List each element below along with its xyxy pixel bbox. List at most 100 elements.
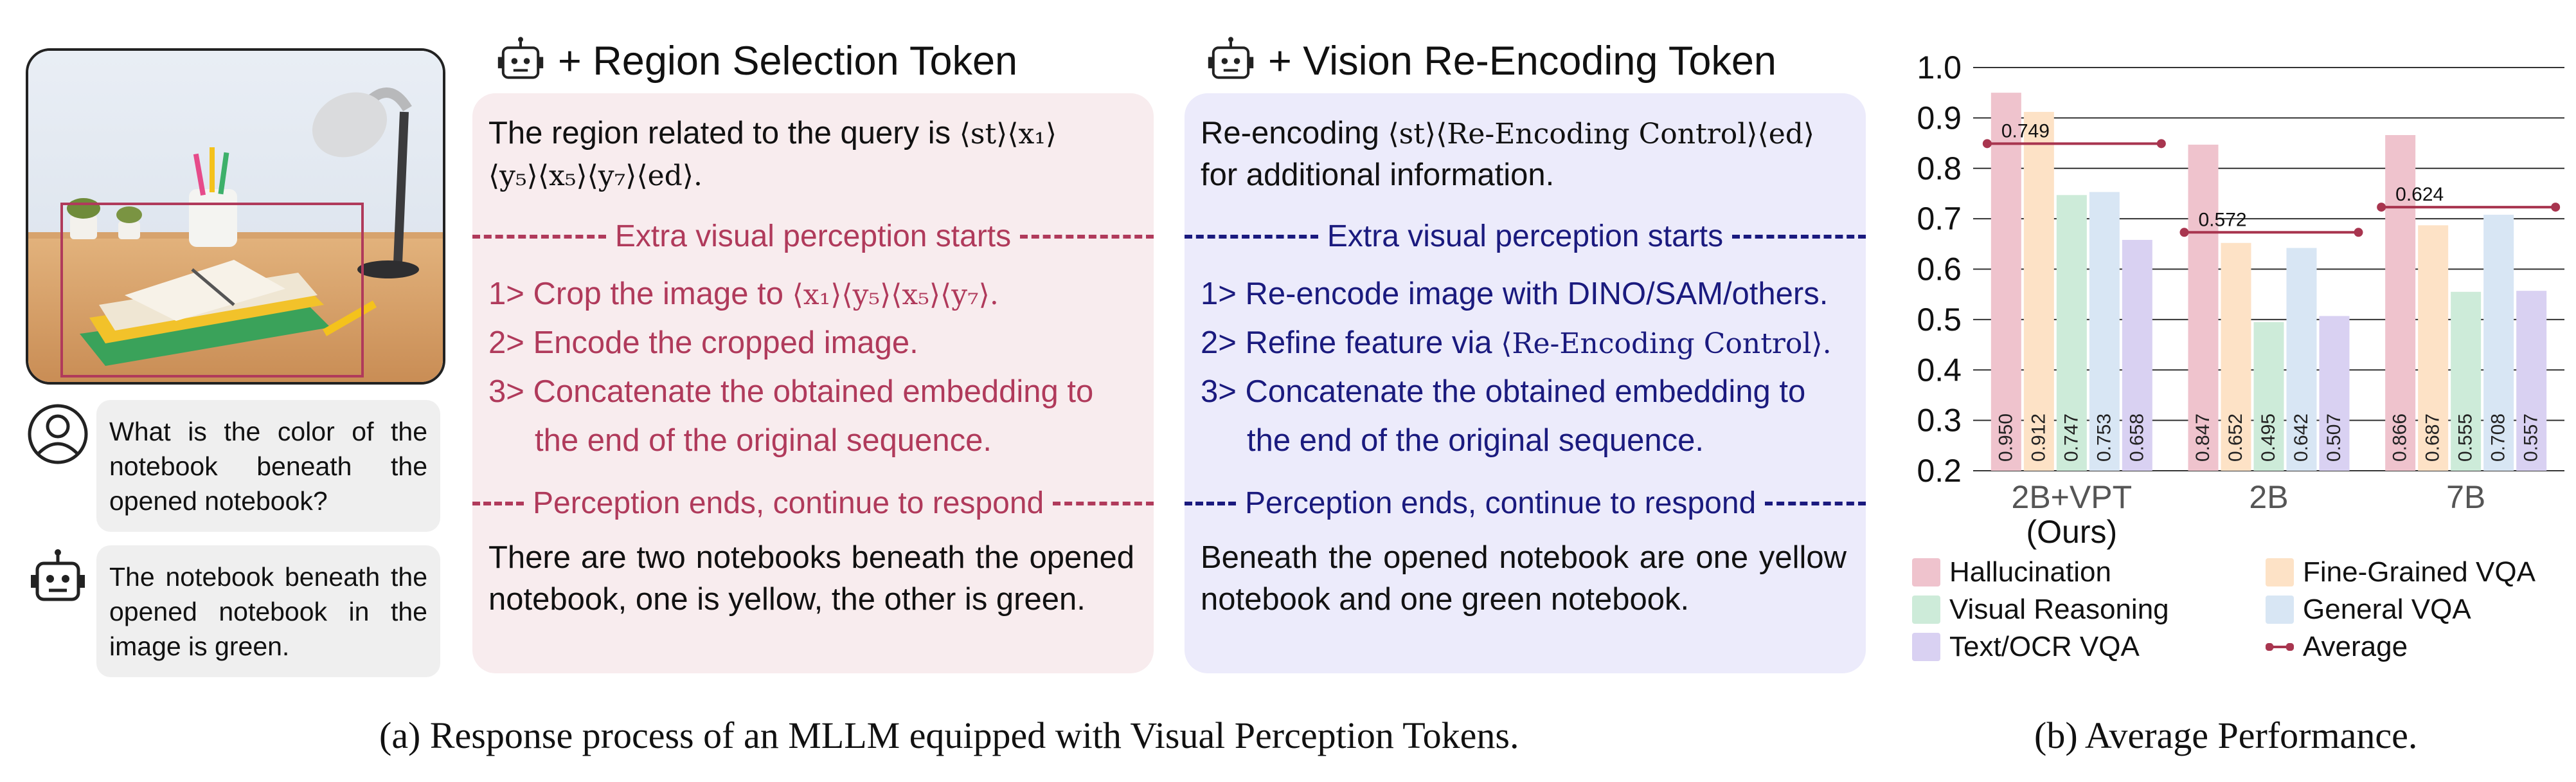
legend-label: Hallucination bbox=[1949, 556, 2111, 588]
bar bbox=[2089, 192, 2120, 471]
caption-a: (a) Response process of an MLLM equipped… bbox=[379, 714, 1519, 756]
robot-icon bbox=[497, 37, 544, 79]
bar bbox=[2253, 322, 2284, 471]
bar bbox=[2319, 316, 2350, 471]
y-tick-label: 1.0 bbox=[1917, 50, 1962, 86]
y-tick-label: 0.7 bbox=[1917, 201, 1962, 237]
bar-value-label: 0.557 bbox=[2521, 414, 2542, 462]
average-marker bbox=[2551, 203, 2561, 212]
bar bbox=[2056, 195, 2087, 471]
bar-value-label: 0.753 bbox=[2093, 414, 2115, 462]
bar-value-label: 0.950 bbox=[1995, 414, 2016, 462]
ve-step-1: 1> Re-encode image with DINO/SAM/others. bbox=[1201, 277, 1829, 311]
robot-icon bbox=[1208, 37, 1254, 79]
rs-intro: The region related to the query is ⟨st⟩⟨… bbox=[488, 113, 1138, 196]
legend-swatch bbox=[2266, 643, 2294, 651]
bar bbox=[2418, 225, 2449, 471]
y-tick-label: 0.4 bbox=[1917, 352, 1962, 388]
y-tick-label: 0.2 bbox=[1917, 453, 1962, 489]
vision-reencoding-panel: Re-encoding ⟨st⟩⟨Re-Encoding Control⟩⟨ed… bbox=[1185, 93, 1866, 673]
average-marker bbox=[2354, 228, 2363, 237]
region-selection-title: + Region Selection Token bbox=[558, 39, 1018, 84]
rs-divider-start: Extra visual perception starts bbox=[472, 219, 1154, 254]
rs-step-2: 2> Encode the cropped image. bbox=[488, 325, 918, 360]
rs-intro-tokens-2: ⟨y₅⟩⟨x₅⟩⟨y₇⟩⟨ed⟩. bbox=[488, 159, 702, 193]
legend-label: Average bbox=[2303, 631, 2408, 662]
ve-intro: Re-encoding ⟨st⟩⟨Re-Encoding Control⟩⟨ed… bbox=[1201, 116, 1815, 193]
bar bbox=[2023, 111, 2054, 471]
bar bbox=[2385, 135, 2416, 471]
bar-value-label: 0.866 bbox=[2390, 414, 2411, 462]
y-tick-label: 0.8 bbox=[1917, 150, 1962, 186]
rs-intro-tokens: ⟨st⟩⟨x₁⟩ bbox=[959, 118, 1057, 150]
robot-icon bbox=[26, 547, 90, 614]
bar-value-label: 0.658 bbox=[2126, 414, 2147, 462]
rs-step-1: 1> Crop the image to ⟨x₁⟩⟨y₅⟩⟨x₅⟩⟨y₇⟩. bbox=[488, 277, 999, 311]
legend-swatch bbox=[1912, 596, 1940, 624]
legend-swatch bbox=[2266, 596, 2294, 624]
ve-divider-start: Extra visual perception starts bbox=[1185, 219, 1866, 254]
user-question-bubble: What is the color of the notebook beneat… bbox=[96, 400, 440, 532]
average-label: 0.572 bbox=[2199, 209, 2247, 230]
rs-steps: 1> Crop the image to ⟨x₁⟩⟨y₅⟩⟨x₅⟩⟨y₇⟩. 2… bbox=[488, 270, 1144, 466]
bar bbox=[2221, 242, 2251, 471]
legend-swatch bbox=[2266, 558, 2294, 586]
legend-swatch bbox=[1912, 558, 1940, 586]
bar bbox=[1990, 93, 2021, 471]
vision-reencoding-title: + Vision Re-Encoding Token bbox=[1268, 39, 1776, 84]
region-selection-panel: The region related to the query is ⟨st⟩⟨… bbox=[472, 93, 1154, 673]
rs-divider-end: Perception ends, continue to respond bbox=[472, 486, 1154, 521]
bar bbox=[2451, 291, 2482, 471]
bar-value-label: 0.642 bbox=[2291, 414, 2312, 462]
average-label: 0.749 bbox=[2001, 120, 2050, 141]
bar-value-label: 0.507 bbox=[2323, 414, 2345, 462]
bar-value-label: 0.747 bbox=[2061, 414, 2082, 462]
legend-item: Hallucination bbox=[1912, 556, 2111, 588]
rs-intro-text: The region related to the query is bbox=[488, 116, 951, 150]
ve-step-3: 3> Concatenate the obtained embedding to… bbox=[1201, 374, 1806, 458]
legend-item: Average bbox=[2266, 631, 2408, 663]
chart-legend: Hallucination Fine-Grained VQA Visual Reas… bbox=[1912, 556, 2574, 672]
x-tick-label: 7B bbox=[2446, 479, 2485, 515]
bar-value-label: 0.708 bbox=[2488, 414, 2509, 462]
bar-value-label: 0.912 bbox=[2028, 414, 2049, 462]
bar bbox=[2483, 214, 2514, 471]
rs-response: There are two notebooks beneath the open… bbox=[488, 540, 1134, 617]
bar bbox=[2122, 240, 2152, 471]
legend-item: General VQA bbox=[2266, 594, 2471, 626]
vision-reencoding-header: + Vision Re-Encoding Token bbox=[1205, 35, 1776, 87]
y-tick-label: 0.6 bbox=[1917, 251, 1962, 287]
x-tick-label: 2B bbox=[2249, 479, 2288, 515]
ve-step-2: 2> Refine feature via ⟨Re-Encoding Contr… bbox=[1201, 325, 1832, 360]
y-tick-label: 0.9 bbox=[1917, 100, 1962, 136]
legend-label: Visual Reasoning bbox=[1949, 594, 2169, 625]
rs-step-3: 3> Concatenate the obtained embedding to… bbox=[488, 374, 1094, 458]
legend-label: Fine-Grained VQA bbox=[2303, 556, 2536, 588]
legend-item: Text/OCR VQA bbox=[1912, 631, 2140, 663]
bar bbox=[2188, 144, 2219, 471]
bar-value-label: 0.687 bbox=[2422, 414, 2444, 462]
bar-value-label: 0.652 bbox=[2225, 414, 2246, 462]
region-selection-header: + Region Selection Token bbox=[495, 35, 1017, 87]
ve-response: Beneath the opened notebook are one yell… bbox=[1201, 540, 1847, 617]
x-tick-label: (Ours) bbox=[2026, 514, 2118, 550]
average-marker bbox=[1982, 139, 1992, 149]
performance-chart: 1.0 0.9 0.8 0.7 0.6 0.5 0.4 0.3 0.2 0.950 0.912 0.7… bbox=[1890, 39, 2576, 566]
bar bbox=[2286, 248, 2317, 471]
ve-steps: 1> Re-encode image with DINO/SAM/others.… bbox=[1201, 270, 1863, 466]
legend-label: General VQA bbox=[2303, 594, 2471, 625]
legend-item: Fine-Grained VQA bbox=[2266, 556, 2536, 588]
legend-item: Visual Reasoning bbox=[1912, 594, 2169, 626]
assistant-answer-bubble: The notebook beneath the opened notebook… bbox=[96, 545, 440, 677]
bar bbox=[2516, 291, 2547, 471]
y-tick-label: 0.5 bbox=[1917, 302, 1962, 338]
bar-value-label: 0.555 bbox=[2455, 414, 2476, 462]
bar-chart: 1.0 0.9 0.8 0.7 0.6 0.5 0.4 0.3 0.2 0.950 0.912 0.7… bbox=[1917, 50, 2564, 550]
caption-b: (b) Average Performance. bbox=[2034, 714, 2418, 756]
average-marker bbox=[2179, 228, 2189, 237]
average-label: 0.624 bbox=[2395, 184, 2444, 205]
y-tick-label: 0.3 bbox=[1917, 403, 1962, 439]
legend-swatch bbox=[1912, 633, 1940, 661]
average-marker bbox=[2377, 203, 2386, 212]
average-marker bbox=[2156, 139, 2166, 149]
